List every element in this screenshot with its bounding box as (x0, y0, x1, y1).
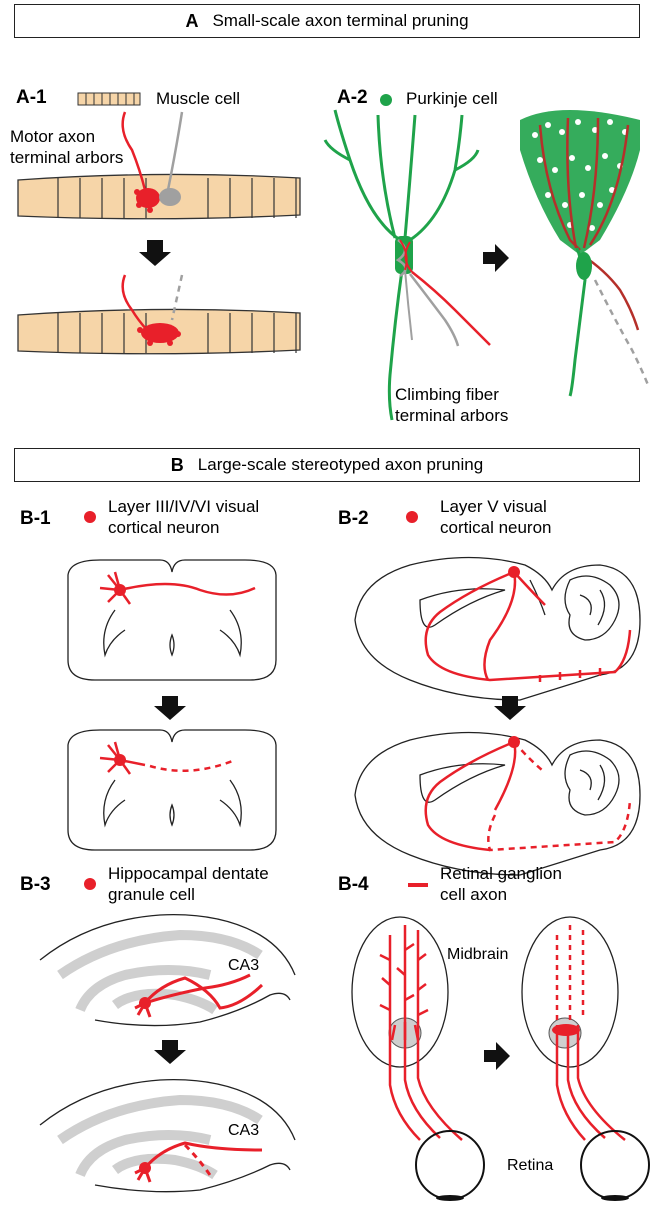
b3-region-ca3-top: CA3 (228, 955, 259, 976)
b2-soma-before (508, 566, 520, 578)
b4-legend-line2: cell axon (440, 885, 507, 905)
b2-legend-line2: cortical neuron (440, 518, 552, 538)
optic-disc-before (436, 1195, 464, 1201)
b3-region-ca3-bottom: CA3 (228, 1120, 259, 1141)
arrow-right-b4-icon (484, 1042, 510, 1070)
a2-annotation-line2: terminal arbors (395, 405, 508, 426)
coronal-section-before (68, 560, 276, 680)
panel-label-a2: A-2 (337, 87, 368, 109)
muscle-cell-legend-icon (78, 93, 140, 105)
b2-soma-after (508, 736, 520, 748)
retina-before (416, 1131, 484, 1199)
panel-label-b3: B-3 (20, 874, 51, 896)
purkinje-cell-legend-icon (380, 94, 392, 106)
climbing-fiber-red (412, 272, 490, 345)
retina-after (581, 1131, 649, 1199)
b4-midbrain-label: Midbrain (447, 944, 508, 965)
panel-label-b1: B-1 (20, 508, 51, 530)
b3-soma-before (139, 997, 151, 1009)
arrow-down-a1-icon (139, 240, 171, 266)
b3-legend-dot-icon (84, 878, 96, 890)
terminal-arbor-gray-before (159, 188, 181, 206)
b4-legend-line1: Retinal ganglion (440, 864, 562, 884)
a1-legend-text: Muscle cell (156, 89, 240, 109)
rgc-arbor-after (552, 1024, 580, 1036)
climbing-fiber-gray (410, 274, 458, 346)
b1-legend-line2: cortical neuron (108, 518, 220, 538)
purkinje-dendritic-tree-mature (520, 110, 640, 255)
b1-legend-line1: Layer III/IV/VI visual (108, 497, 259, 517)
coronal-section-after (68, 730, 276, 850)
panel-label-b2: B-2 (338, 508, 369, 530)
b3-legend-line2: granule cell (108, 885, 195, 905)
b1-soma-after (114, 754, 126, 766)
optic-disc-after (601, 1195, 629, 1201)
a1-annotation-line2: terminal arbors (10, 147, 123, 168)
climbing-fiber-gray-retracted (595, 280, 648, 385)
panel-label-a1: A-1 (16, 87, 47, 109)
b1-soma-before (114, 584, 126, 596)
b2-legend-dot-icon (406, 511, 418, 523)
b3-soma-after (139, 1162, 151, 1174)
b4-retina-label: Retina (507, 1155, 553, 1176)
climbing-fiber-gray-branch (405, 270, 412, 340)
a1-annotation-line1: Motor axon (10, 126, 95, 147)
b3-legend-line1: Hippocampal dentate (108, 864, 269, 884)
b4-legend-axon-icon (408, 883, 428, 887)
a2-annotation-line1: Climbing fiber (395, 384, 499, 405)
arrow-right-a2-icon (483, 244, 509, 272)
purkinje-soma-mature (576, 252, 592, 280)
panel-label-b4: B-4 (338, 874, 369, 896)
b2-legend-line1: Layer V visual (440, 497, 547, 517)
arrow-down-b3-icon (154, 1040, 186, 1064)
a2-legend-text: Purkinje cell (406, 89, 498, 109)
b1-legend-dot-icon (84, 511, 96, 523)
b2-neuron-after (426, 742, 630, 850)
arrow-down-b1-icon (154, 696, 186, 720)
b2-neuron-before (426, 572, 630, 682)
